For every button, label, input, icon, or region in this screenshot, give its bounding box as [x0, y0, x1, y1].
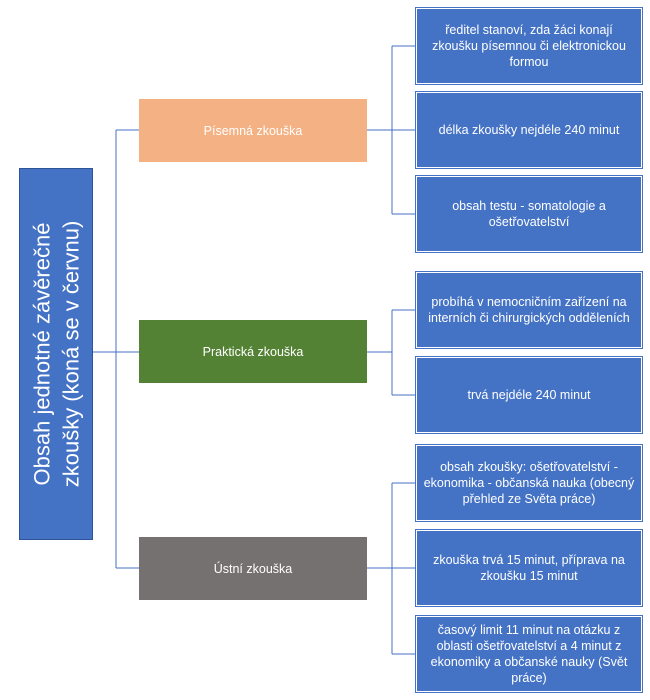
root-node-text: Obsah jednotné závěrečné zkoušky (koná s…: [27, 221, 85, 488]
written-exam-duration-node: délka zkoušky nejdéle 240 minut: [415, 91, 643, 169]
category-written-exam: Písemná zkouška: [139, 99, 367, 162]
practical-exam-location-node: probíhá v nemocničním zařízení na intern…: [415, 271, 643, 349]
category-oral-exam: Ústní zkouška: [139, 537, 367, 600]
written-exam-content-node: obsah testu - somatologie a ošetřovatels…: [415, 175, 643, 253]
written-exam-form-node: ředitel stanoví, zda žáci konají zkoušku…: [415, 7, 643, 85]
root-line-1: Obsah jednotné závěrečné: [29, 222, 55, 486]
root-node: Obsah jednotné závěrečné zkoušky (koná s…: [19, 168, 93, 540]
oral-exam-time-limit-node: časový limit 11 minut na otázku z oblast…: [415, 615, 643, 693]
category-practical-exam: Praktická zkouška: [139, 320, 367, 383]
oral-exam-content-node: obsah zkoušky: ošetřovatelství - ekonomi…: [415, 444, 643, 522]
practical-exam-duration-node: trvá nejdéle 240 minut: [415, 356, 643, 434]
root-line-2: zkoušky (koná se v červnu): [58, 220, 84, 488]
oral-exam-duration-node: zkouška trvá 15 minut, příprava na zkouš…: [415, 529, 643, 607]
